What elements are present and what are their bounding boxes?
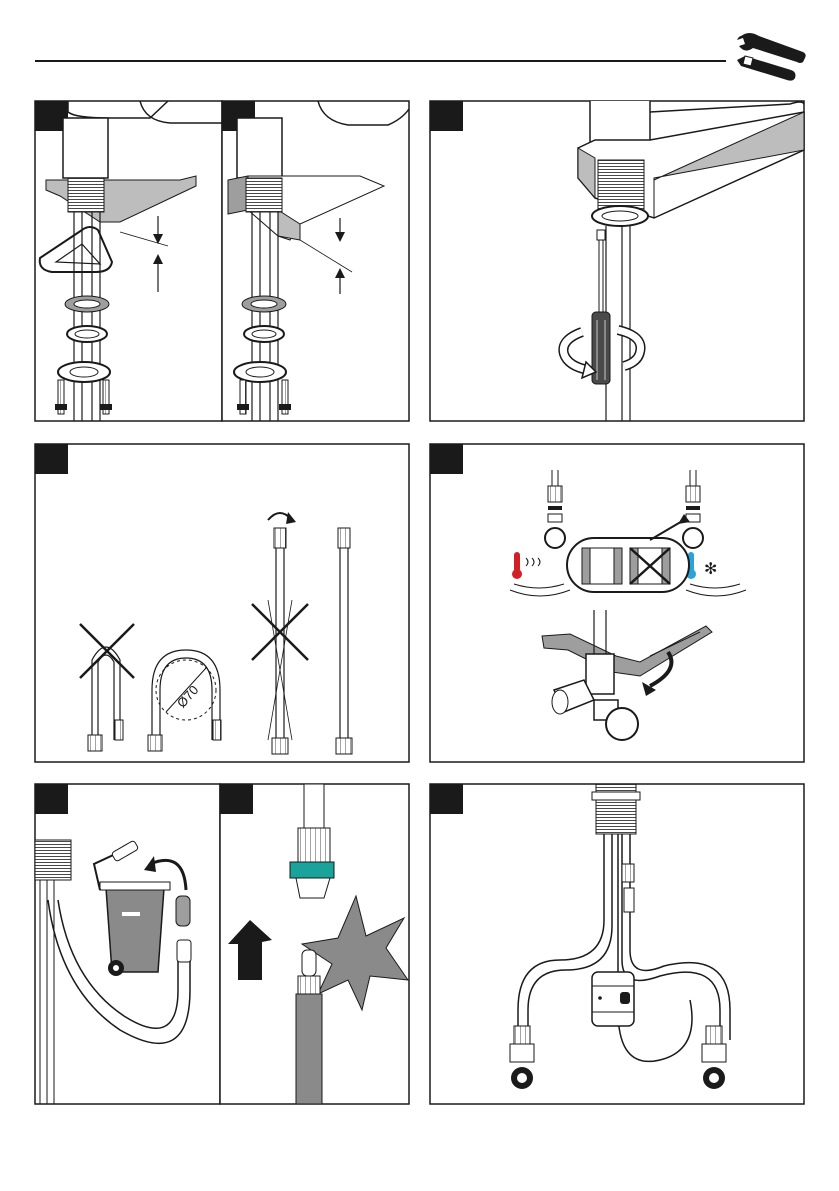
panel-2: [222, 101, 409, 421]
panel-6: [35, 784, 220, 1104]
nut-hole: [252, 330, 276, 338]
thread-detail: [567, 538, 689, 592]
plate-hole: [70, 367, 98, 377]
svg-text:✻: ✻: [704, 559, 717, 578]
panel-3: [430, 101, 804, 421]
panel-4-step-badge: [35, 444, 68, 474]
panel-6-step-badge: [35, 784, 68, 814]
panel-5-step-badge: [430, 444, 463, 474]
washer-hole: [74, 300, 100, 308]
panel-4-frame: [35, 444, 409, 762]
faucet-base: [237, 118, 282, 178]
panel-8: [430, 784, 804, 1104]
panel-7-step-badge: [220, 784, 253, 814]
panel-7: [220, 784, 409, 1104]
angle-valve-left-icon: [510, 1026, 534, 1089]
panel-1: [35, 101, 222, 421]
panel-5: ✻: [430, 444, 804, 762]
thread-rod: [35, 840, 71, 880]
filter-cap-icon: [176, 896, 190, 926]
panel-8-step-badge: [430, 784, 463, 814]
weight-icon: [592, 972, 634, 1026]
wrench-screwdriver-icon: [737, 33, 806, 81]
panel-3-step-badge: [430, 101, 463, 131]
thread-rod: [68, 178, 104, 212]
nut-hole: [75, 330, 99, 338]
angle-valve-right-icon: [702, 1026, 726, 1089]
nut-hole: [602, 211, 638, 221]
panel-4: Ø70: [35, 444, 409, 762]
thread-rod: [246, 178, 282, 212]
thread-wrong-icon: [630, 548, 670, 584]
thread-ok-icon: [582, 548, 622, 584]
plate-hole: [246, 367, 274, 377]
mount-block-icon: [228, 176, 248, 214]
faucet-base: [63, 118, 108, 178]
washer-hole: [251, 300, 277, 308]
